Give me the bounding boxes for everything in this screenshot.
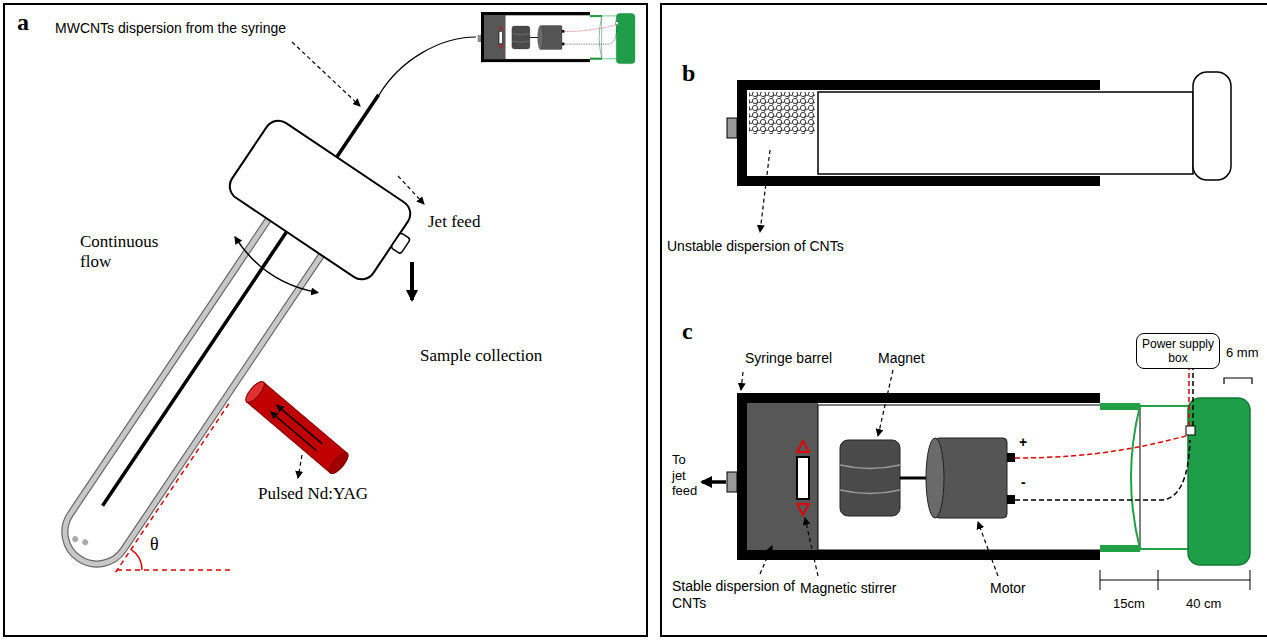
angle-arc	[131, 549, 142, 570]
dimension-label: 6 mm	[1226, 345, 1259, 361]
outlet-nub	[391, 232, 411, 254]
part-label: Magnetic stirrer	[800, 580, 896, 597]
callout-label: To jet feed	[672, 452, 702, 499]
syringe-icon	[478, 12, 635, 64]
syringe-stirred	[727, 393, 1250, 565]
callout-label: MWCNTs dispersion from the syringe	[55, 20, 286, 37]
droplet	[81, 538, 89, 546]
feed-tubing	[379, 37, 476, 95]
rotation-arrow	[229, 237, 318, 302]
dimension-bracket	[1224, 378, 1252, 384]
box-label: Power supply box	[1141, 337, 1215, 365]
leader-line	[878, 370, 893, 436]
dimension-label: 15cm	[1113, 596, 1145, 612]
cnt-aggregates	[749, 92, 815, 134]
figure-panel: b cPower supply box	[660, 3, 1267, 637]
leader-line	[805, 518, 818, 576]
wire	[1188, 366, 1190, 426]
callout-label: Stable dispersion of CNTs	[672, 578, 797, 612]
droplet	[71, 535, 79, 543]
figure-panel: a	[3, 3, 648, 637]
leader-line	[741, 372, 743, 390]
angle-line	[114, 404, 228, 574]
panel-letter: b	[682, 60, 695, 86]
laser-head	[243, 379, 351, 476]
panel-letter: c	[682, 318, 693, 344]
panel-letter: a	[17, 9, 29, 35]
leader-line	[978, 522, 998, 576]
leader-line	[298, 455, 302, 478]
wire	[1192, 366, 1194, 426]
power-supply-box: Power supply box	[1136, 333, 1220, 369]
leader-line	[760, 150, 770, 232]
part-label: Magnet	[878, 350, 925, 367]
terminal-sign: +	[1019, 434, 1027, 451]
angle-symbol: θ	[150, 534, 159, 556]
part-label: Motor	[990, 580, 1026, 597]
leader-line	[760, 546, 772, 574]
callout-label: Continuous flow	[80, 232, 180, 273]
outflow-arrow	[702, 480, 726, 484]
dimension-label: 40 cm	[1186, 596, 1221, 612]
syringe-unstable	[727, 72, 1231, 186]
callout-label: Pulsed Nd:YAG	[258, 484, 368, 504]
rotating-tube	[7, 53, 468, 615]
leader-line	[398, 176, 424, 204]
horizontal-reference	[117, 569, 232, 571]
callout-label: Unstable dispersion of CNTs	[667, 238, 844, 255]
terminal-sign: -	[1021, 474, 1026, 491]
dimension-line	[1100, 570, 1250, 590]
part-label: Syringe barrel	[745, 350, 832, 367]
callout-label: Sample collection	[420, 346, 542, 366]
collection-arrow	[410, 262, 414, 300]
leader-line	[292, 42, 360, 106]
callout-label: Jet feed	[428, 212, 480, 232]
